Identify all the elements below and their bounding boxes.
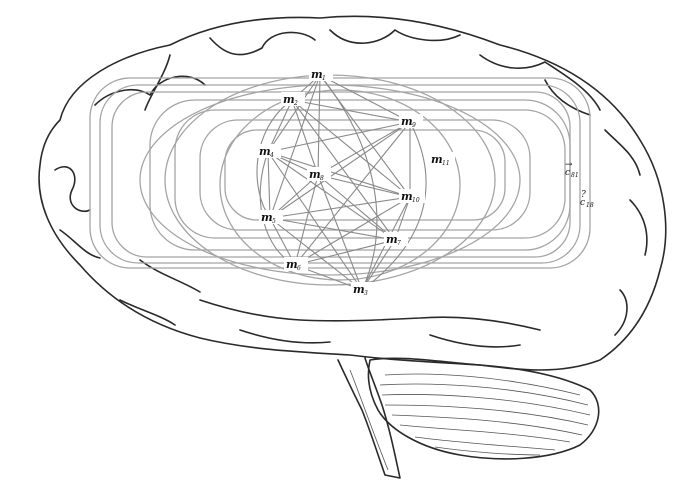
gyrus-line — [210, 32, 315, 54]
module-node-m9: m 9 — [399, 114, 423, 129]
node-subscript: 5 — [272, 218, 276, 225]
node-label: m — [431, 153, 443, 166]
node-subscript: 11 — [442, 160, 450, 167]
module-node-m6: m 6 — [284, 257, 308, 272]
side-label-c81: → c 81 — [565, 160, 579, 179]
cerebellum-fold — [415, 437, 555, 450]
node-label: m — [309, 168, 321, 181]
node-subscript: 8 — [320, 175, 324, 182]
node-label: m — [386, 233, 398, 246]
gyrus-line — [240, 330, 330, 343]
node-subscript: 1 — [322, 75, 326, 82]
gyrus-line — [55, 167, 90, 212]
node-subscript: 9 — [412, 122, 416, 129]
module-node-m5: m 5 — [259, 210, 283, 225]
side-label-base: c — [580, 198, 585, 208]
module-node-m3: m 3 — [351, 282, 375, 297]
node-subscript: 3 — [364, 290, 368, 297]
cerebellum-fold — [385, 374, 580, 395]
gyrus-line — [120, 300, 175, 325]
gyrus-line — [630, 200, 647, 255]
gyrus-line — [60, 230, 100, 258]
gyrus-line — [605, 130, 640, 175]
node-subscript: 7 — [397, 240, 401, 247]
gyrus-line — [545, 80, 590, 115]
gyrus-line — [615, 290, 627, 335]
module-edges — [257, 75, 426, 290]
module-node-m10: m 10 — [399, 189, 425, 204]
cerebellum-fold — [382, 394, 590, 415]
module-node-m8: m 8 — [307, 167, 331, 182]
node-subscript: 4 — [269, 152, 274, 159]
node-label: m — [286, 258, 298, 271]
side-label-c18: ? c 18 — [580, 190, 594, 209]
node-label: m — [283, 93, 295, 106]
gyrus-line — [430, 335, 520, 347]
module-node-m7: m 7 — [384, 232, 408, 247]
node-subscript: 2 — [293, 100, 298, 107]
module-node-m1: m 1 — [309, 67, 333, 82]
node-label: m — [311, 68, 323, 81]
node-label: m — [401, 115, 413, 128]
node-subscript: 10 — [412, 197, 420, 204]
side-label-sub: 81 — [571, 172, 579, 179]
module-node-m4: m 4 — [257, 144, 281, 159]
node-label: m — [353, 283, 365, 296]
gyrus-line — [140, 260, 200, 292]
side-label-base: c — [565, 168, 570, 178]
module-node-m11: m 11 — [429, 152, 455, 167]
side-label-sub: 18 — [586, 202, 594, 209]
node-label: m — [261, 211, 273, 224]
node-label: m — [401, 190, 413, 203]
gyrus-line — [145, 55, 170, 110]
module-node-m2: m 2 — [281, 92, 305, 107]
node-label: m — [259, 145, 271, 158]
gyrus-line — [330, 30, 460, 43]
node-subscript: 6 — [297, 265, 301, 272]
gyrus-line — [200, 300, 540, 330]
